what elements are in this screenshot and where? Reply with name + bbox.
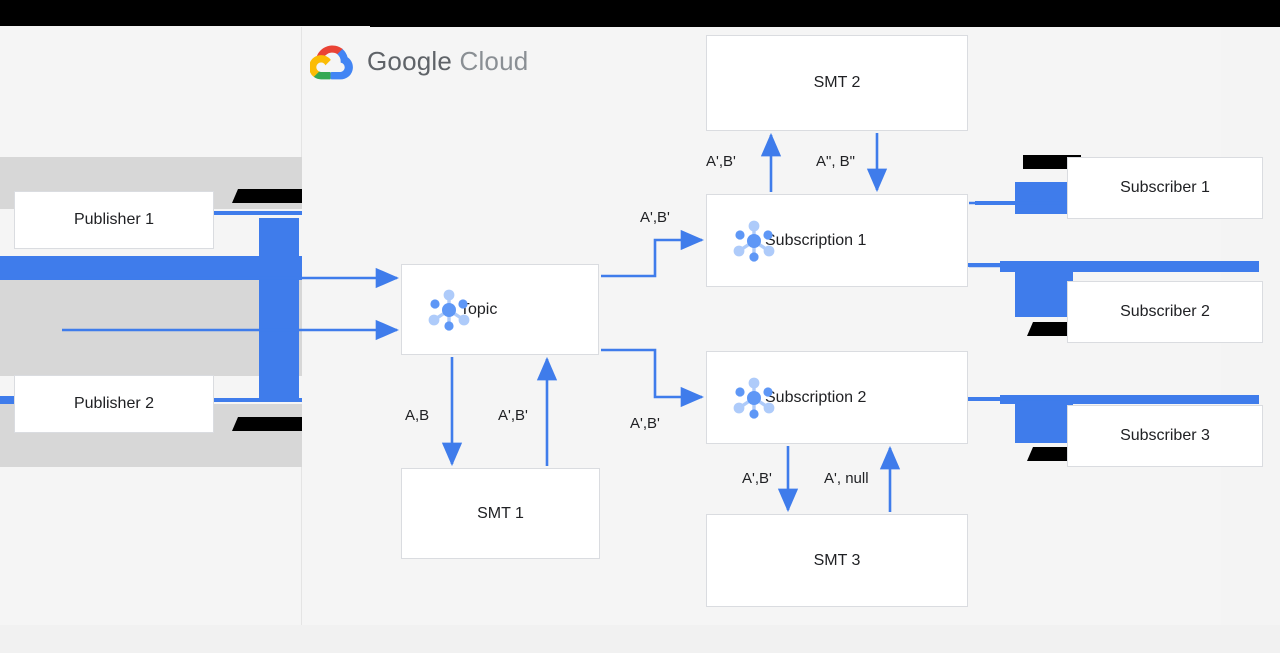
edge-label-subscription1-to-smt2: A',B' — [706, 153, 736, 170]
glitch-line-right-3 — [968, 397, 1078, 401]
node-subscriber-3[interactable]: Subscriber 3 — [1067, 405, 1263, 467]
top-black-bar-right — [370, 0, 1280, 27]
node-subscriber-1-label: Subscriber 1 — [1120, 179, 1210, 196]
edge-label-smt1-to-topic: A',B' — [498, 407, 528, 424]
glitch-black-left-lower — [232, 417, 302, 431]
edge-label-subscription2-to-smt3: A',B' — [742, 470, 772, 487]
node-subscriber-3-label: Subscriber 3 — [1120, 427, 1210, 444]
glitch-band-right-3 — [1000, 395, 1280, 404]
node-smt-2-label: SMT 2 — [813, 74, 861, 91]
node-subscriber-1[interactable]: Subscriber 1 — [1067, 157, 1263, 219]
glitch-right-edge-fill — [1259, 157, 1280, 457]
glitch-block-left-lower — [259, 331, 299, 401]
logo-word-google: Google — [367, 45, 453, 76]
glitch-line-left-lower — [214, 398, 302, 402]
node-subscription-2[interactable]: Subscription 2 — [706, 351, 968, 444]
glitch-line-right-2 — [968, 263, 1078, 267]
pubsub-subscription-icon — [725, 212, 783, 270]
node-smt-1[interactable]: SMT 1 — [401, 468, 600, 559]
node-subscription-2-label: Subscription 2 — [765, 388, 867, 406]
edge-label-smt2-to-subscription1: A", B" — [816, 153, 855, 170]
node-subscriber-2-label: Subscriber 2 — [1120, 303, 1210, 320]
glitch-black-right-1 — [1023, 155, 1081, 169]
glitch-block-right-3 — [1015, 395, 1073, 443]
pubsub-topic-icon — [420, 281, 478, 339]
node-topic-label: Topic — [460, 300, 498, 318]
glitch-line-left-upper — [214, 211, 302, 215]
edge-label-smt3-to-subscription2: A', null — [824, 470, 869, 487]
bottom-gray-band — [0, 625, 1280, 653]
node-smt-3-label: SMT 3 — [813, 551, 861, 569]
glitch-band-left-3 — [0, 256, 302, 280]
top-black-bar-left — [0, 0, 370, 26]
node-publisher-1[interactable]: Publisher 1 — [14, 191, 214, 249]
node-smt-3[interactable]: SMT 3 — [706, 514, 968, 607]
google-cloud-logo-icon — [308, 42, 354, 80]
glitch-block-right-2 — [1015, 261, 1073, 317]
google-cloud-logo: Google Cloud — [308, 42, 528, 80]
edge-label-topic-to-smt1: A,B — [405, 407, 430, 424]
logo-word-cloud: Cloud — [459, 45, 529, 76]
glitch-block-left-upper — [259, 218, 299, 331]
glitch-block-right-1 — [1015, 182, 1073, 214]
pubsub-subscription-icon — [725, 369, 783, 427]
glitch-line-right-1 — [975, 201, 1073, 205]
node-publisher-1-label: Publisher 1 — [73, 211, 155, 228]
glitch-band-right-2 — [1000, 261, 1280, 272]
node-topic[interactable]: Topic — [401, 264, 599, 355]
node-subscriber-2[interactable]: Subscriber 2 — [1067, 281, 1263, 343]
node-publisher-2-label: Publisher 2 — [73, 395, 155, 412]
node-subscription-1[interactable]: Subscription 1 — [706, 194, 968, 287]
google-cloud-wordmark: Google Cloud — [367, 46, 528, 77]
node-publisher-2[interactable]: Publisher 2 — [14, 375, 214, 433]
glitch-band-left-4 — [0, 280, 302, 376]
node-smt-2[interactable]: SMT 2 — [706, 35, 968, 131]
glitch-black-left-upper — [232, 189, 302, 203]
edge-label-topic-to-subscription2: A',B' — [630, 415, 660, 432]
edge-label-topic-to-subscription1: A',B' — [640, 209, 670, 226]
node-smt-1-label: SMT 1 — [477, 504, 524, 522]
node-subscription-1-label: Subscription 1 — [765, 231, 867, 249]
